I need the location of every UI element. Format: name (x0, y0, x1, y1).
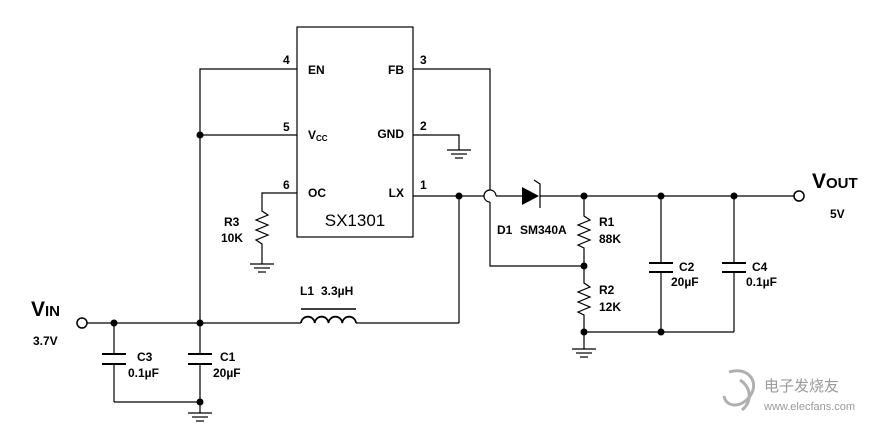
output-terminal (793, 190, 805, 202)
capacitor-c3 (102, 353, 126, 365)
pin-name-en: EN (308, 63, 325, 77)
r1-value: 88K (599, 232, 621, 246)
pin-name-vcc: VCC (308, 128, 328, 143)
capacitor-c2 (649, 262, 673, 273)
pin-number-fb: 3 (420, 53, 427, 67)
pin-name-gnd: GND (377, 127, 404, 141)
r2-ref: R2 (599, 283, 615, 297)
inductor-l1 (300, 308, 357, 324)
junction-dot (657, 328, 665, 336)
ground-icon (188, 412, 212, 422)
ground-icon (447, 149, 471, 159)
wires (87, 68, 794, 413)
resistor-r2 (576, 279, 592, 317)
pin-name-fb: FB (388, 63, 404, 77)
input-label: VIN (31, 298, 60, 321)
pin-number-gnd: 2 (420, 119, 427, 133)
c2-value: 20µF (671, 275, 699, 289)
diode-d1 (522, 179, 541, 208)
c1-ref: C1 (220, 350, 236, 364)
capacitor-c4 (722, 262, 746, 273)
output-voltage: 5V (830, 207, 845, 221)
watermark-cn: 电子发烧友 (764, 378, 839, 395)
d1-ref: D1 (497, 223, 513, 237)
input-voltage: 3.7V (33, 334, 58, 348)
ic-name: SX1301 (325, 211, 386, 230)
pin-number-vcc: 5 (283, 120, 290, 134)
l1-ref: L1 (300, 284, 314, 298)
junction-dot (580, 328, 588, 336)
l1-value: 3.3µH (321, 284, 353, 298)
pin-name-lx: LX (389, 186, 404, 200)
r3-ref: R3 (224, 215, 240, 229)
input-terminal (76, 317, 88, 329)
c3-ref: C3 (137, 350, 153, 364)
watermark-logo-icon (722, 369, 756, 412)
junction-dot (580, 262, 588, 270)
watermark-url: www.elecfans.com (763, 401, 855, 413)
capacitor-c1 (188, 353, 212, 365)
ground-icon (572, 348, 596, 358)
c1-value: 20µF (213, 366, 241, 380)
c4-ref: C4 (752, 260, 768, 274)
r3-value: 10K (221, 231, 243, 245)
resistor-r3 (254, 207, 270, 248)
resistor-r1 (576, 212, 592, 250)
pin-number-lx: 1 (420, 178, 427, 192)
output-label: VOUT (812, 170, 858, 193)
junction-dot (580, 192, 588, 200)
c3-value: 0.1µF (128, 366, 159, 380)
pin-name-oc: OC (308, 186, 326, 200)
junction-dot (196, 131, 204, 139)
d1-value: SM340A (520, 223, 567, 237)
junction-dot (196, 319, 204, 327)
c4-value: 0.1µF (746, 275, 777, 289)
junction-dot (196, 398, 204, 406)
ic-body (296, 26, 414, 238)
r1-ref: R1 (599, 215, 615, 229)
pin-number-en: 4 (283, 53, 290, 67)
ground-icon (250, 263, 274, 273)
junction-dot (455, 192, 463, 200)
r2-value: 12K (599, 300, 621, 314)
junction-dot (657, 192, 665, 200)
junction-dot (730, 192, 738, 200)
c2-ref: C2 (679, 260, 695, 274)
junction-dot (110, 319, 118, 327)
pin-number-oc: 6 (283, 178, 290, 192)
